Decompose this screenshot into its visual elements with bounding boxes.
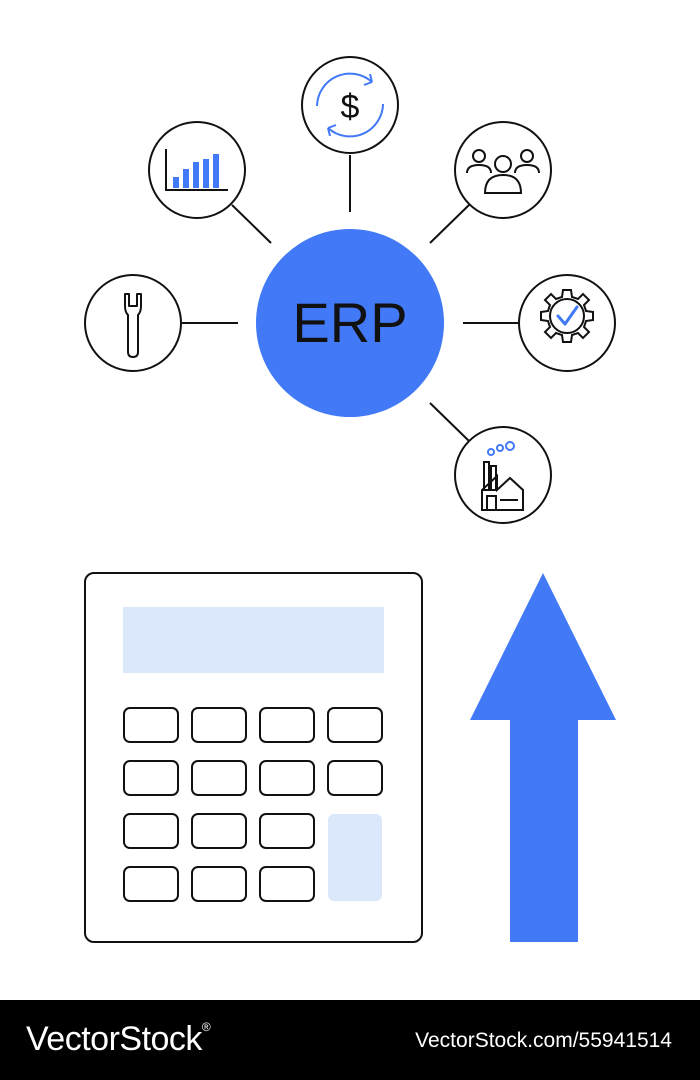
- watermark-footer: VectorStock® VectorStock.com/55941514: [0, 1000, 700, 1080]
- bar-chart-icon: [148, 121, 246, 219]
- connector-lines: [182, 155, 519, 442]
- wrench-icon: [84, 274, 182, 372]
- erp-label: ERP: [292, 291, 407, 354]
- brand-logo: VectorStock®: [26, 1020, 211, 1058]
- calculator-display: [123, 607, 384, 673]
- erp-hub: ERP: [256, 229, 444, 417]
- calculator-equals-key: [328, 814, 382, 901]
- dollar-refresh-icon: $: [301, 56, 399, 154]
- factory-icon: [454, 426, 552, 524]
- gear-check-icon: [518, 274, 616, 372]
- up-arrow-icon: [470, 573, 616, 942]
- image-url: VectorStock.com/55941514: [415, 1029, 672, 1052]
- svg-text:$: $: [341, 88, 360, 126]
- team-icon: [454, 121, 552, 219]
- calculator-icon: [84, 572, 423, 943]
- erp-illustration: ERP $: [84, 56, 616, 943]
- calculator-keys: [123, 707, 383, 902]
